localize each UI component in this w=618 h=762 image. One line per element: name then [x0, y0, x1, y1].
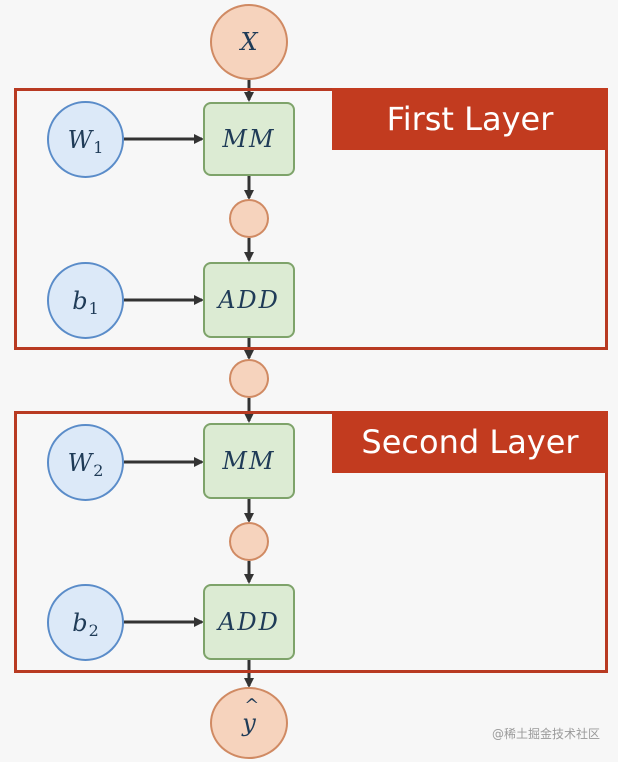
weight-1-subscript: 1 [93, 138, 104, 157]
add-1-label: ADD [218, 286, 280, 314]
second-layer-label: Second Layer [332, 411, 608, 473]
matmul-2-label: MM [222, 447, 276, 475]
output-yhat-symbol: ^ y [242, 695, 259, 737]
weight-2-symbol: W [67, 448, 93, 477]
bias-1-subscript: 1 [88, 299, 99, 318]
first-layer-frame [14, 88, 608, 350]
bias-2-subscript: 2 [88, 621, 99, 640]
matmul-1-node: MM [203, 102, 295, 176]
weight-1-symbol: W [67, 125, 93, 154]
bias-2-symbol: b [72, 608, 88, 637]
matmul-2-node: MM [203, 423, 295, 499]
add-2-label: ADD [218, 608, 280, 636]
add-1-node: ADD [203, 262, 295, 338]
intermediate-2-node [229, 522, 269, 561]
input-x-symbol: X [240, 28, 258, 56]
second-layer-frame [14, 411, 608, 673]
intermediate-1-node [229, 199, 269, 238]
output-y-letter: y [242, 709, 256, 737]
weight-2-subscript: 2 [93, 461, 104, 480]
add-2-node: ADD [203, 584, 295, 660]
matmul-1-label: MM [222, 125, 276, 153]
hat-accent: ^ [244, 695, 260, 716]
bias-1-symbol: b [72, 286, 88, 315]
input-x-node: X [210, 4, 288, 80]
output-yhat-node: ^ y [210, 687, 288, 759]
hidden-output-node [229, 359, 269, 398]
first-layer-label: First Layer [332, 88, 608, 150]
watermark-text: @稀土掘金技术社区 [491, 727, 600, 741]
